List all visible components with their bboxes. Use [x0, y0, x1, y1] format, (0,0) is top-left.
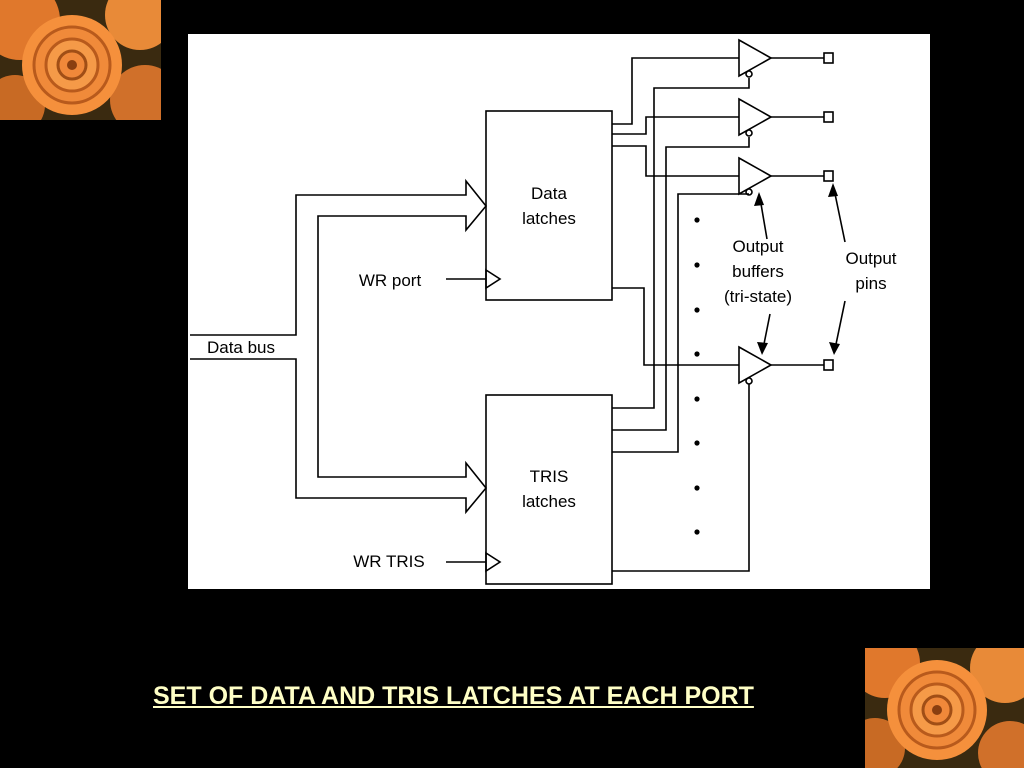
output-buffers-label-2: buffers — [732, 262, 784, 281]
rose-image-top-left — [0, 0, 161, 120]
data-bus-label: Data bus — [207, 338, 275, 357]
wr-port-clock-icon — [485, 268, 502, 290]
output-buffers-label-3: (tri-state) — [724, 287, 792, 306]
rose-image-bottom-right — [865, 648, 1024, 768]
tris-latches-label-2: latches — [522, 492, 576, 511]
wr-tris-clock-icon — [485, 551, 502, 573]
ellipsis-dots — [694, 217, 700, 535]
diagram-panel: Data latches TRIS latches WR port WR TRI… — [188, 34, 930, 589]
wr-tris-label: WR TRIS — [353, 552, 424, 571]
slide-title: SET OF DATA AND TRIS LATCHES AT EACH POR… — [153, 682, 754, 710]
output-buffer-4 — [738, 345, 834, 385]
output-buffers-label-1: Output — [732, 237, 783, 256]
output-pins-label-1: Output — [845, 249, 896, 268]
output-buffer-1 — [738, 38, 834, 78]
tris-latches-box — [485, 394, 613, 585]
wr-port-label: WR port — [359, 271, 422, 290]
annotation-arrowheads — [754, 183, 840, 355]
data-latches-label-1: Data — [531, 184, 567, 203]
data-latches-label-2: latches — [522, 209, 576, 228]
data-bus-arrows — [190, 178, 488, 515]
output-pins-label-2: pins — [855, 274, 886, 293]
tris-latches-label-1: TRIS — [530, 467, 569, 486]
data-latches-box — [485, 110, 613, 301]
output-buffer-3 — [738, 156, 834, 196]
output-buffer-2 — [738, 97, 834, 137]
